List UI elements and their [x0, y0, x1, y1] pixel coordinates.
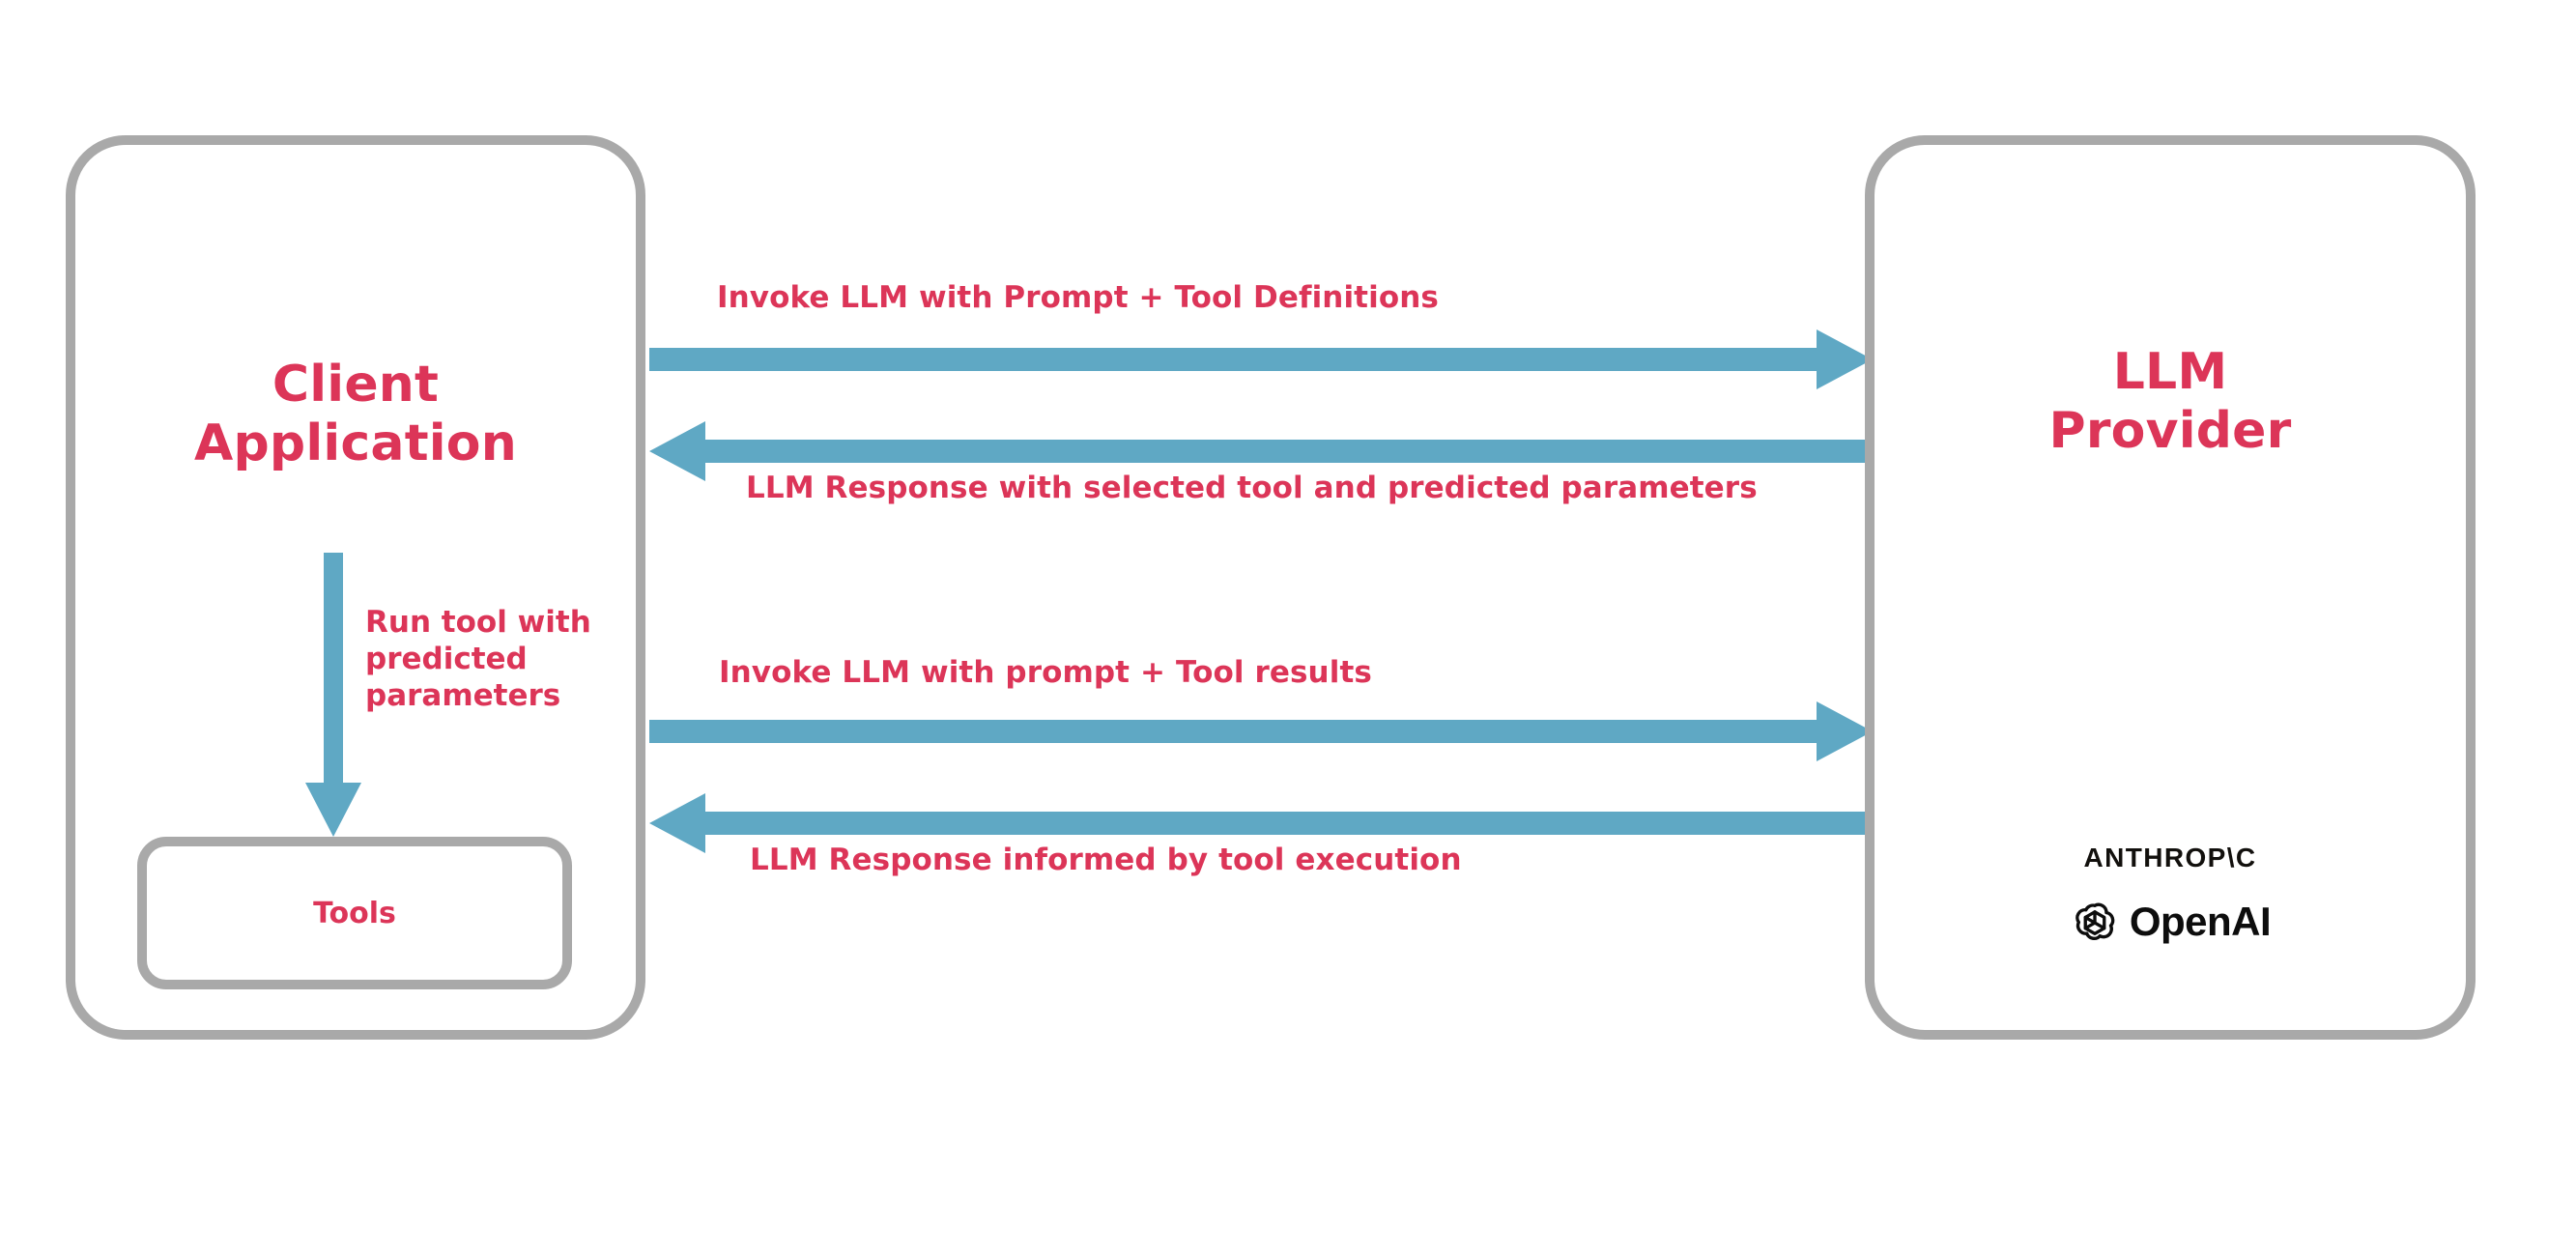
openai-knot-icon: [2075, 902, 2115, 940]
anthropic-logo: ANTHROP\C: [2083, 843, 2257, 872]
llm-provider-box: [1865, 135, 2476, 1040]
client-application-box: [66, 135, 645, 1040]
message-arrow-llm-response-selected-tool: [649, 421, 1873, 481]
llm-provider-title: LLM Provider: [2048, 343, 2292, 461]
openai-logo: OpenAI: [1865, 897, 2476, 947]
message-label-llm-response-selected-tool: LLM Response with selected tool and pred…: [746, 471, 1758, 505]
openai-wordmark-label: OpenAI: [2129, 899, 2272, 944]
tools-label: Tools: [313, 896, 396, 930]
message-label-llm-response-tool-execution: LLM Response informed by tool execution: [750, 843, 1462, 877]
run-tool-arrow: [305, 553, 361, 837]
message-arrow-invoke-llm-tool-results: [649, 701, 1873, 761]
client-application-title: Client Application: [194, 356, 517, 473]
message-arrow-llm-response-tool-execution: [649, 793, 1873, 853]
run-tool-label: Run tool with predicted parameters: [365, 605, 591, 713]
message-arrow-invoke-llm-tool-definitions: [649, 329, 1873, 389]
message-label-invoke-llm-tool-definitions: Invoke LLM with Prompt + Tool Definition…: [717, 280, 1439, 315]
message-label-invoke-llm-tool-results: Invoke LLM with prompt + Tool results: [719, 655, 1372, 690]
tools-box[interactable]: Tools: [137, 837, 572, 989]
